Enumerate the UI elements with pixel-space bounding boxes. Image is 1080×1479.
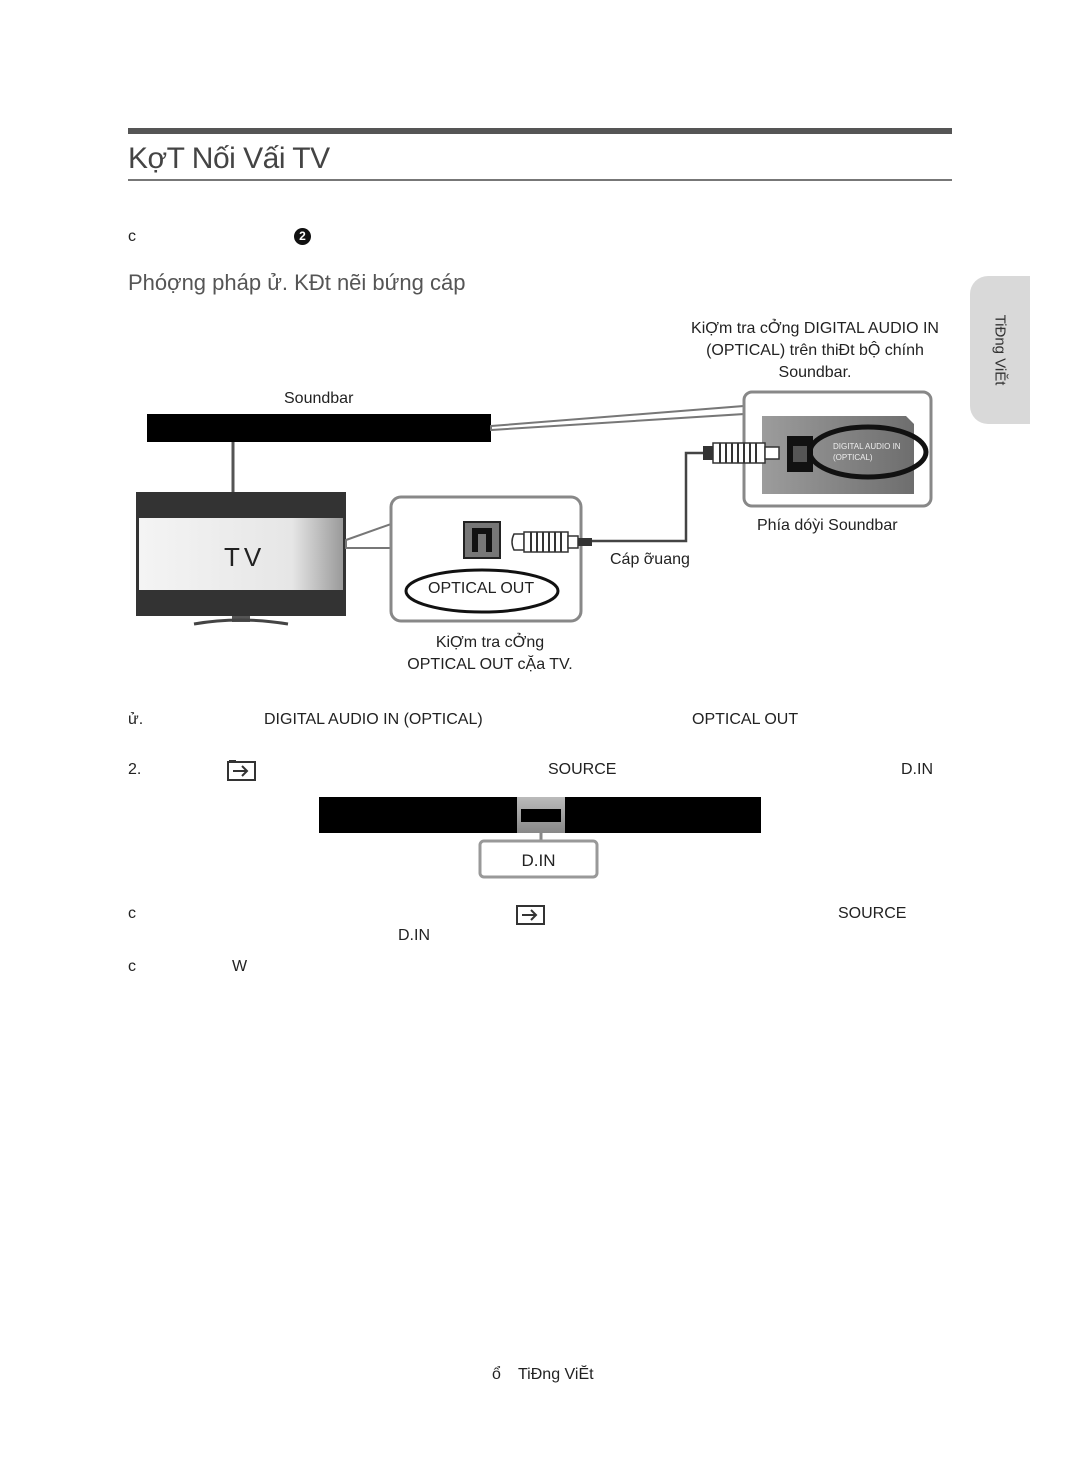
display-callout-text: D.IN — [521, 851, 556, 870]
port-print-line1: DIGITAL AUDIO IN — [833, 442, 901, 451]
soundbar-port-check-line1: KiỢm tra cỞng DIGITAL AUDIO IN — [691, 320, 939, 337]
soundbar-port-check-label: KiỢm tra cỞng DIGITAL AUDIO IN (OPTICAL)… — [680, 318, 950, 384]
note-marker: c — [128, 228, 136, 245]
soundbar-bottom-label: Phía dóỳi Soundbar — [757, 517, 898, 534]
optical-cable-line — [592, 451, 703, 543]
note1-source: SOURCE — [838, 905, 907, 922]
note1-mode: D.IN — [398, 927, 430, 944]
section-subtitle: Phóợng pháp ử. KĐt nẽi bứng cáp — [128, 270, 466, 295]
note1-marker: c — [128, 905, 136, 922]
optical-out-label: OPTICAL OUT — [428, 580, 535, 597]
step2-number: 2. — [128, 761, 142, 778]
soundbar-port-check-line3: Soundbar. — [778, 364, 852, 381]
tv-screen — [139, 518, 343, 590]
language-side-tab: TiĐng ViĔt — [970, 276, 1030, 424]
step1-number: ử. — [128, 711, 144, 728]
step1-port-in: DIGITAL AUDIO IN (OPTICAL) — [264, 711, 483, 728]
zoom-connector-tv — [345, 522, 392, 549]
zoom-connector-soundbar — [490, 404, 745, 432]
source-icon-step2 — [227, 760, 256, 781]
header-top-rule — [128, 128, 952, 134]
tv-label: TV — [224, 542, 266, 572]
footer-language: TiĐng ViĔt — [518, 1366, 594, 1383]
soundbar-label: Soundbar — [284, 390, 354, 407]
soundbar-port-check-line2: (OPTICAL) trên thiĐt bỘ chính — [706, 342, 924, 359]
cable-plug-soundbar-tip — [703, 446, 713, 460]
step2-source: SOURCE — [548, 761, 617, 778]
note-number-badge: 2 — [294, 228, 311, 245]
display-callout-box — [478, 839, 599, 879]
tv-port-check-label: KiỢm tra cỞng OPTICAL OUT cẶa TV. — [390, 632, 590, 676]
tv-stand — [193, 618, 289, 626]
note2-letter: W — [232, 958, 248, 975]
source-icon-note1 — [516, 905, 545, 925]
header-bottom-rule — [128, 179, 952, 181]
step1-port-out: OPTICAL OUT — [692, 711, 799, 728]
tv-optical-port — [463, 521, 501, 559]
step2-mode: D.IN — [901, 761, 933, 778]
port-highlight-ring — [807, 424, 929, 480]
page-title: KợT Nối Vấi TV — [128, 142, 330, 175]
footer-page-marker: ổ — [492, 1366, 501, 1383]
optical-out-highlight-ring — [404, 568, 560, 614]
soundbar-port-print: DIGITAL AUDIO IN (OPTICAL) — [833, 441, 901, 463]
soundbar-bar — [147, 414, 491, 442]
optical-cable-label: Cáp ỡuang — [610, 551, 690, 568]
tv-port-check-line1: KiỢm tra cỞng — [435, 634, 545, 651]
tv-port-check-line2: OPTICAL OUT cẶa TV. — [407, 656, 573, 673]
note2-marker: c — [128, 958, 136, 975]
port-print-line2: (OPTICAL) — [833, 453, 873, 462]
